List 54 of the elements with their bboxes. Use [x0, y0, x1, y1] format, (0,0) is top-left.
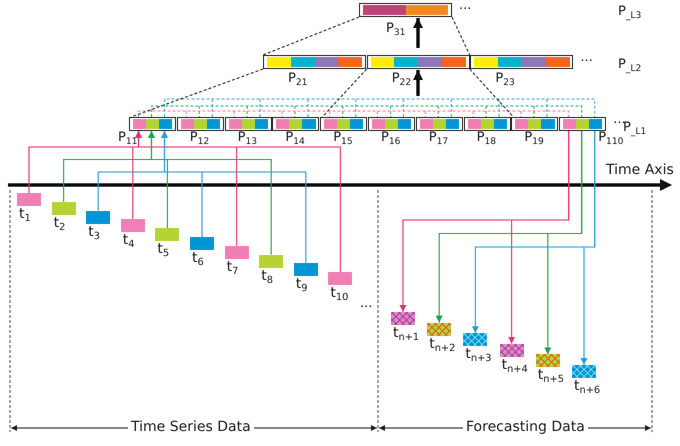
- time-step-label: t$_{n+6}$: [574, 379, 600, 394]
- time-step-label: t$_{n+5}$: [538, 368, 564, 384]
- projection-line: [130, 68, 264, 118]
- time-step-label: t$_{10}$: [330, 286, 348, 302]
- level-label: P$_{_L3}$: [618, 4, 642, 19]
- pattern-label: P$_{13}$: [238, 131, 258, 145]
- pattern-label: P$_{11}$: [118, 131, 138, 145]
- pattern-label: P$_{21}$: [288, 72, 308, 86]
- pattern-label: P$_{110}$: [598, 131, 624, 145]
- ellipsis: ...: [360, 296, 372, 311]
- arrow: [161, 131, 306, 264]
- time-step-label: t$_{7}$: [226, 260, 238, 275]
- pattern-label: P$_{12}$: [190, 131, 210, 145]
- arrow: [135, 131, 341, 272]
- thick-arrow: [413, 18, 423, 48]
- time-step-label: t$_{n+3}$: [465, 347, 492, 362]
- axis-label: Time Axis: [606, 163, 674, 178]
- time-step-label: t$_{1}$: [19, 207, 31, 222]
- time-step-label: t$_{2}$: [54, 216, 66, 231]
- time-step-label: t$_{3}$: [88, 224, 100, 240]
- time-step-label: t$_{n+2}$: [429, 336, 456, 352]
- time-step-label: t$_{4}$: [122, 233, 135, 248]
- projection-line: [452, 16, 470, 56]
- pattern-label: P$_{31}$: [386, 22, 406, 36]
- arrow: [508, 131, 570, 344]
- pattern-label: P$_{15}$: [333, 131, 353, 145]
- dashed-connector: [164, 98, 596, 118]
- level-label: P$_{_L1}$: [623, 120, 646, 135]
- time-step-label: t$_{9}$: [296, 277, 308, 292]
- time-step-label: t$_{8}$: [261, 268, 273, 284]
- dashed-connector: [138, 110, 570, 118]
- dashed-connector: [150, 105, 582, 118]
- pattern-label: P$_{23}$: [495, 72, 515, 86]
- pattern-label: P$_{14}$: [285, 131, 305, 145]
- pattern-label: P$_{19}$: [524, 131, 544, 145]
- projection-line: [322, 68, 368, 118]
- thick-arrow: [413, 70, 423, 96]
- projection-line: [262, 16, 360, 56]
- ellipsis: ...: [459, 0, 472, 13]
- time-step-label: t$_{n+4}$: [502, 358, 528, 373]
- level-label: P$_{_L2}$: [618, 57, 642, 72]
- span-label: Forecasting Data: [463, 420, 588, 435]
- time-step-label: t$_{6}$: [192, 251, 204, 266]
- pattern-label: P$_{17}$: [428, 131, 448, 145]
- pattern-label: P$_{18}$: [476, 131, 496, 145]
- projection-line: [469, 68, 514, 118]
- pattern-label: P$_{16}$: [381, 131, 400, 145]
- time-step-label: t$_{n+1}$: [393, 326, 420, 341]
- arrow: [544, 131, 582, 354]
- arrow: [148, 131, 272, 255]
- arrow: [580, 131, 596, 365]
- ellipsis: ...: [580, 51, 593, 65]
- time-step-label: t$_{5}$: [157, 242, 170, 258]
- pattern-label: P$_{22}$: [392, 72, 412, 86]
